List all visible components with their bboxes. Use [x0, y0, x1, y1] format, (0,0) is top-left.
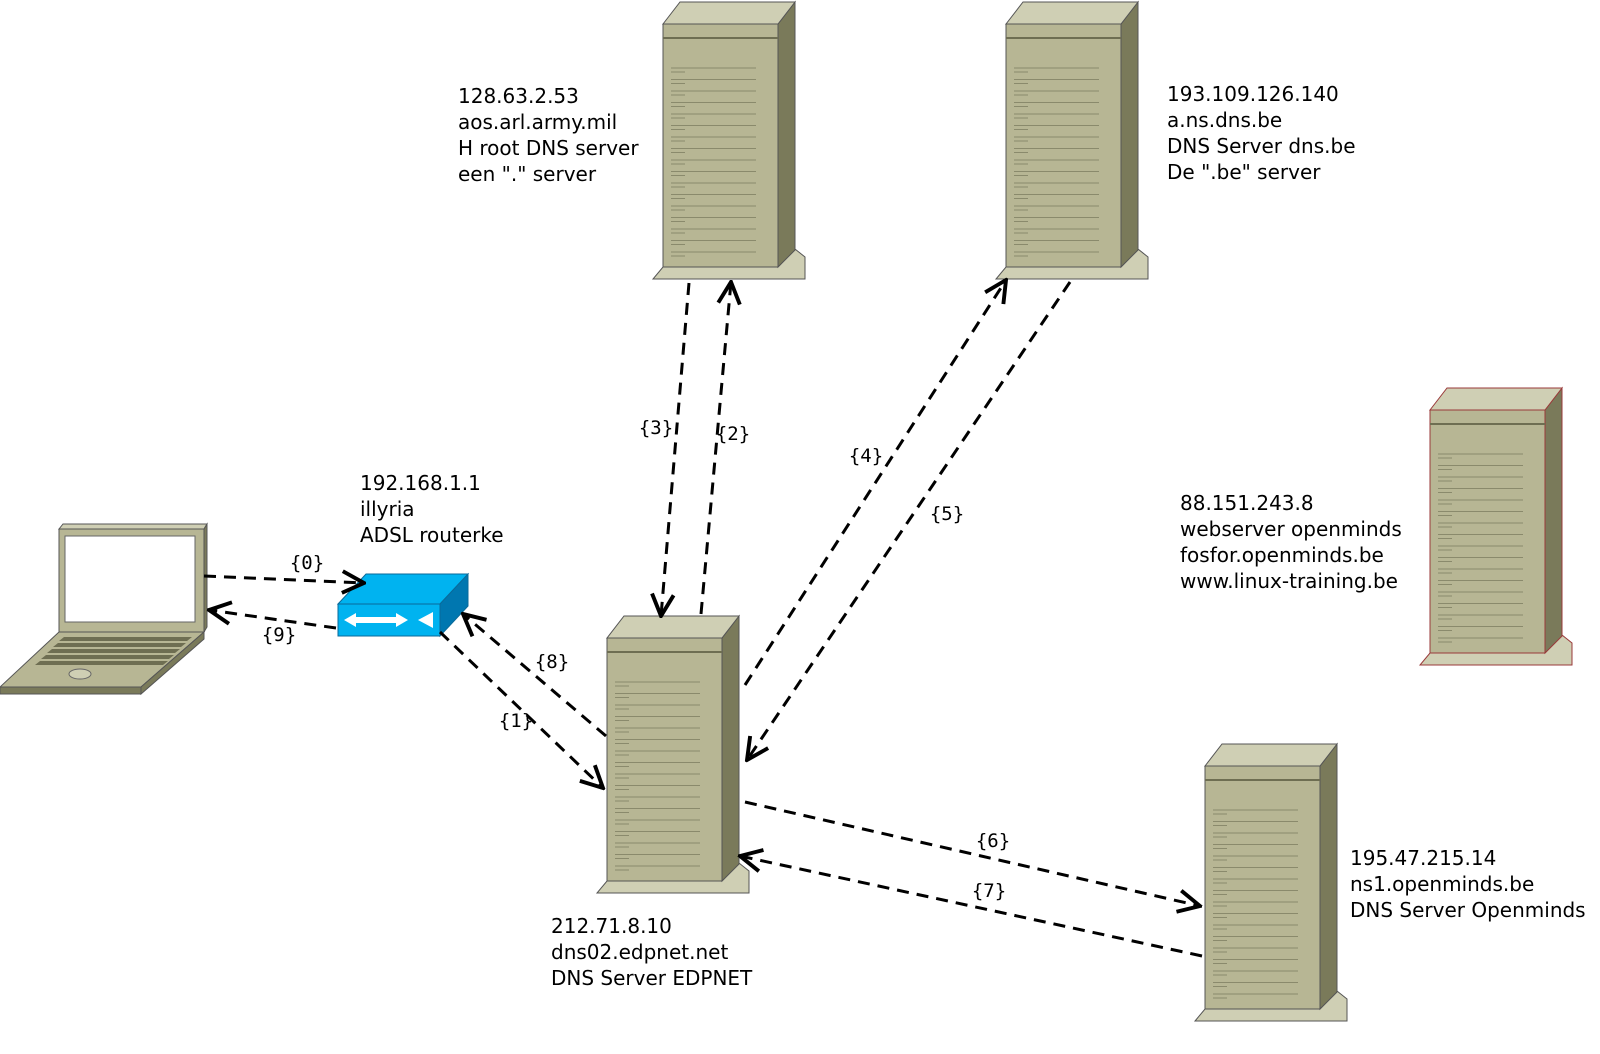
step-arrow-0: {0}: [203, 552, 364, 583]
step-arrow-7: {7}: [740, 856, 1203, 958]
step-label: {5}: [930, 503, 964, 525]
step-label: {0}: [290, 552, 324, 574]
web-server-label: 88.151.243.8 webserver openminds fosfor.…: [1180, 490, 1402, 594]
step-arrow-2: {2}: [699, 282, 750, 615]
step-label: {8}: [535, 651, 569, 673]
root-description: een "." server: [458, 162, 597, 186]
edpnet-role: DNS Server EDPNET: [551, 966, 753, 990]
edpnet-ip: 212.71.8.10: [551, 914, 672, 938]
root-server-icon: [651, 0, 806, 280]
be-server-icon: [994, 0, 1149, 280]
openminds-server-icon: [1193, 742, 1348, 1022]
step-label: {4}: [849, 445, 883, 467]
step-arrow-5: {5}: [747, 281, 1072, 760]
step-label: {6}: [976, 830, 1010, 852]
step-arrow-8: {8}: [463, 614, 607, 738]
router-hostname: illyria: [360, 497, 415, 521]
step-arrow-4: {4}: [743, 280, 1006, 686]
root-server-label: 128.63.2.53 aos.arl.army.mil H root DNS …: [458, 83, 639, 187]
step-label: {1}: [499, 710, 533, 732]
be-hostname: a.ns.dns.be: [1167, 108, 1283, 132]
step-label: {2}: [716, 423, 750, 445]
be-role: DNS Server dns.be: [1167, 134, 1356, 158]
step-label: {7}: [972, 880, 1006, 902]
step-label: {3}: [639, 417, 673, 439]
openminds-server-label: 195.47.215.14 ns1.openminds.be DNS Serve…: [1350, 845, 1586, 923]
openminds-hostname: ns1.openminds.be: [1350, 872, 1535, 896]
web-role: webserver openminds: [1180, 517, 1402, 541]
root-role: H root DNS server: [458, 136, 639, 160]
openminds-ip: 195.47.215.14: [1350, 846, 1497, 870]
edpnet-server-icon: [595, 614, 750, 894]
step-arrow-1: {1}: [438, 630, 603, 788]
root-hostname: aos.arl.army.mil: [458, 110, 618, 134]
step-arrow-3: {3}: [639, 282, 691, 616]
be-server-label: 193.109.126.140 a.ns.dns.be DNS Server d…: [1167, 81, 1356, 185]
web-alias: www.linux-training.be: [1180, 569, 1398, 593]
router-icon: [336, 572, 470, 638]
root-ip: 128.63.2.53: [458, 84, 579, 108]
router-description: ADSL routerke: [360, 523, 504, 547]
step-arrow-9: {9}: [209, 610, 337, 646]
web-hostname: fosfor.openminds.be: [1180, 543, 1384, 567]
be-ip: 193.109.126.140: [1167, 82, 1339, 106]
edpnet-server-label: 212.71.8.10 dns02.edpnet.net DNS Server …: [551, 913, 752, 991]
web-ip: 88.151.243.8: [1180, 491, 1314, 515]
be-description: De ".be" server: [1167, 160, 1321, 184]
step-arrow-6: {6}: [744, 800, 1200, 906]
openminds-role: DNS Server Openminds: [1350, 898, 1586, 922]
laptop-icon: [0, 522, 208, 696]
router-ip: 192.168.1.1: [360, 471, 481, 495]
edpnet-hostname: dns02.edpnet.net: [551, 940, 729, 964]
step-label: {9}: [262, 624, 296, 646]
web-server-icon: [1418, 386, 1573, 666]
router-label: 192.168.1.1 illyria ADSL routerke: [360, 470, 504, 548]
